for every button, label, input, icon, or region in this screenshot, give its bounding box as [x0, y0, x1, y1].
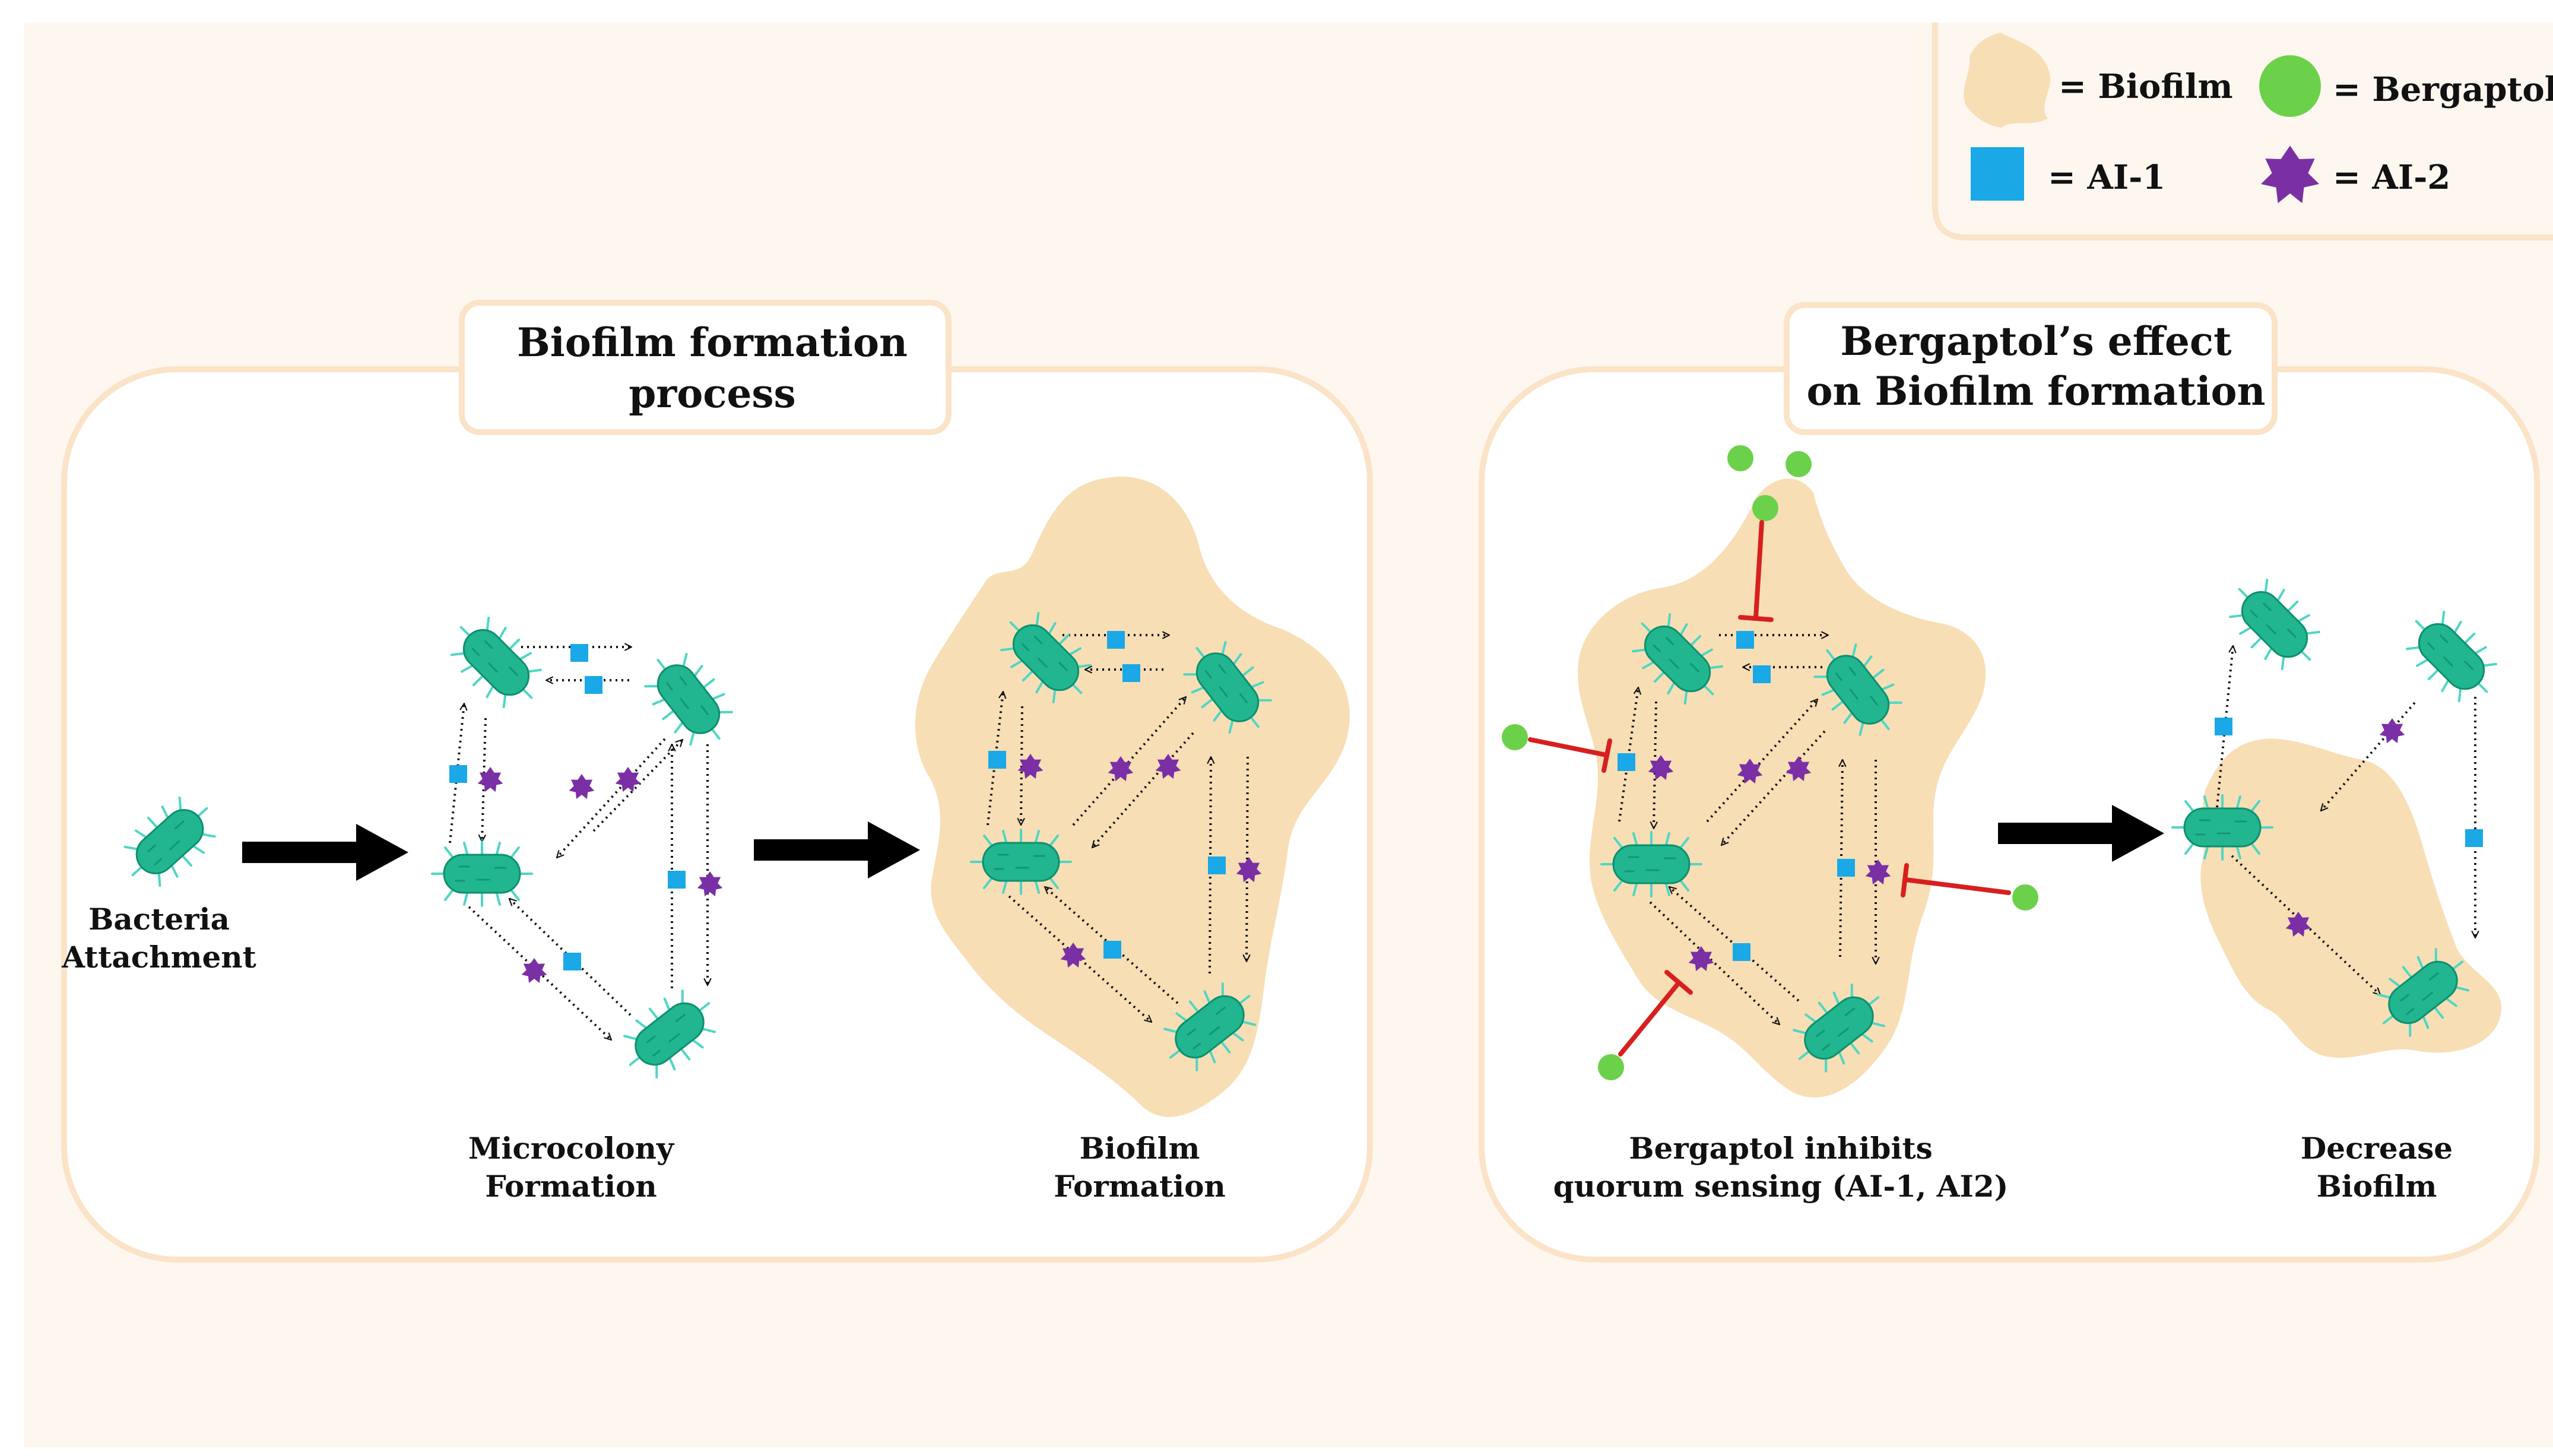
inhibited-bacteria-group	[1600, 601, 1915, 1086]
decrease-label-line2: Biofilm	[2317, 1169, 2437, 1204]
right-panel: Bergaptol’s effect on Biofilm formation	[1479, 302, 2540, 1262]
process-arrow	[1998, 805, 2164, 862]
process-arrow	[242, 824, 408, 881]
attachment-label-line1: Bacteria	[88, 902, 230, 937]
biofilm-formation-label-line1: Biofilm	[1080, 1131, 1200, 1166]
bergaptol-dot-icon	[1752, 495, 1778, 521]
bergaptol-inhibition-group	[1502, 445, 2038, 1080]
bergaptol-dot-icon	[1785, 451, 1812, 477]
decreased-biofilm-bacteria	[2171, 566, 2510, 1050]
inhibits-label-line1: Bergaptol inhibits	[1629, 1131, 1932, 1166]
legend-ai1-label: = AI-1	[2048, 158, 2165, 197]
biofilm-bacteria-group	[970, 599, 1285, 1084]
microcolony-label-line2: Formation	[485, 1169, 657, 1204]
bergaptol-dot-icon	[1598, 1054, 1624, 1080]
legend-ai2-label: = AI-2	[2333, 158, 2450, 197]
legend: = Biofilm = Bergaptol = AI-1 = AI-2	[1932, 23, 2553, 240]
attachment-label-line2: Attachment	[61, 940, 256, 975]
microcolony-label-line1: Microcolony	[468, 1131, 675, 1166]
microcolony-group	[431, 604, 746, 1092]
legend-ai1-icon	[1971, 147, 2024, 201]
legend-biofilm-icon	[1964, 33, 2051, 128]
legend-bergaptol-icon	[2259, 55, 2321, 117]
legend-biofilm-label: = Biofilm	[2059, 67, 2233, 106]
right-panel-title-box	[1784, 302, 2278, 435]
legend-bergaptol-label: = Bergaptol	[2333, 70, 2553, 109]
bergaptol-dot-icon	[1727, 445, 1753, 471]
right-panel-title-line1: Bergaptol’s effect	[1840, 318, 2232, 364]
bergaptol-dot-icon	[2012, 884, 2038, 911]
inhibits-label-line2: quorum sensing (AI-1, AI2)	[1553, 1169, 2009, 1204]
left-panel-title-box	[459, 300, 952, 435]
left-panel: Biofilm formation process Bacteria Attac…	[61, 300, 1373, 1262]
right-panel-title-line2: on Biofilm formation	[1806, 368, 2265, 414]
left-panel-title-line1: Biofilm formation	[517, 319, 908, 366]
inhibit-arrow-icon	[1528, 520, 2011, 1057]
left-panel-title-line2: process	[629, 370, 795, 417]
process-arrow	[754, 821, 920, 878]
bergaptol-dot-icon	[1502, 724, 1528, 750]
decrease-label-line1: Decrease	[2301, 1131, 2453, 1166]
biofilm-formation-label-line2: Formation	[1054, 1169, 1226, 1204]
